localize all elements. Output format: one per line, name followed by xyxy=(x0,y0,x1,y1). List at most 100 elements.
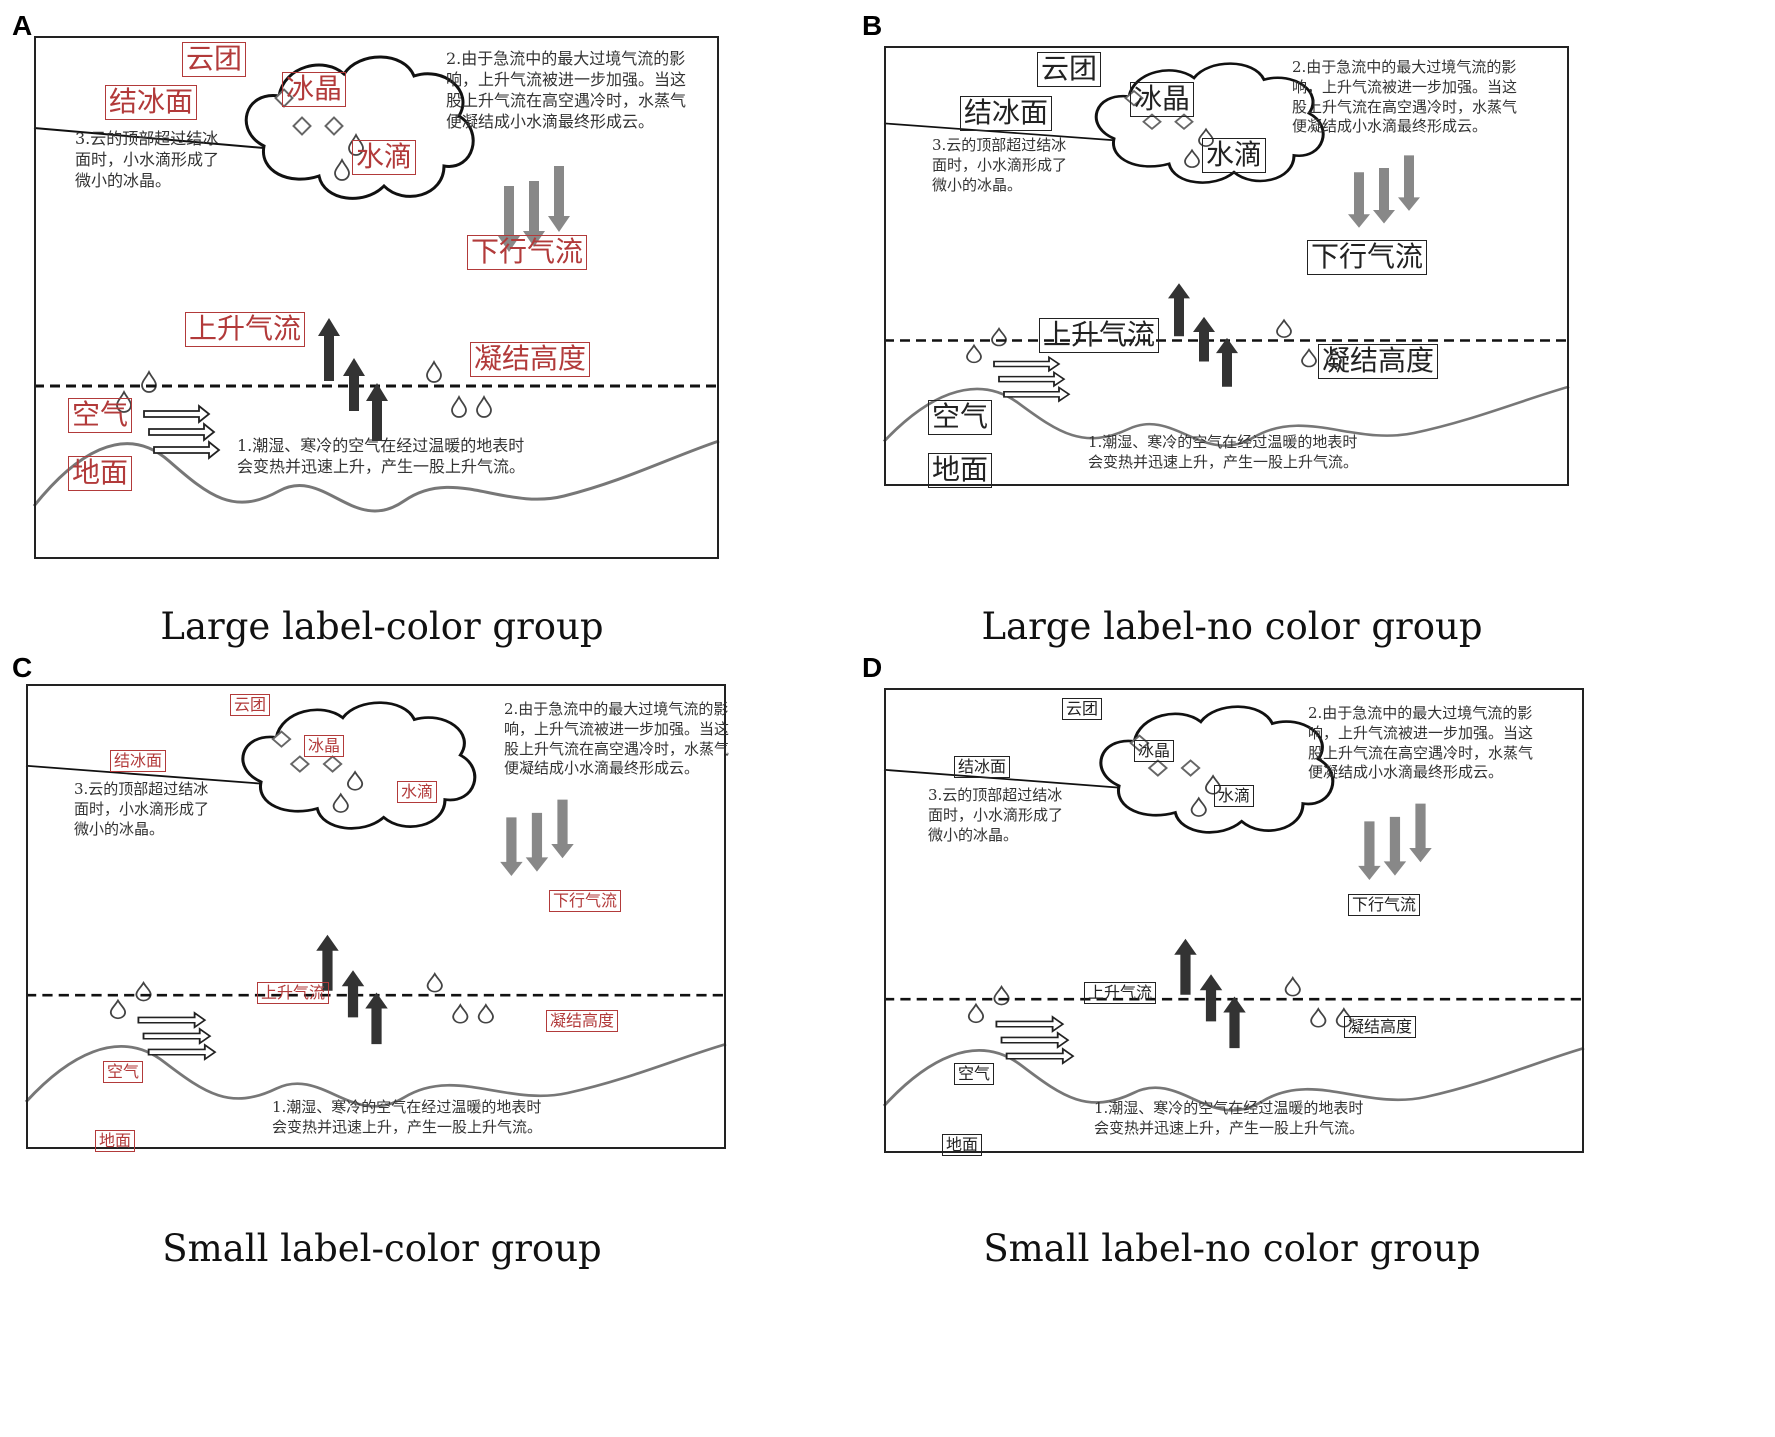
downdraft-arrow-icon xyxy=(523,181,545,247)
ground-line xyxy=(882,385,1570,447)
note-step3: 3.云的顶部超过结冰 面时，小水滴形成了 微小的冰晶。 xyxy=(74,780,209,839)
label-water-drop: 水滴 xyxy=(397,781,438,803)
water-drop-icon xyxy=(477,1003,494,1024)
label-ground: 地面 xyxy=(928,453,993,488)
downdraft-arrow-icon xyxy=(498,186,520,252)
note-line: 3.云的顶部超过结冰 xyxy=(928,786,1063,804)
note-line: 3.云的顶部超过结冰 xyxy=(932,136,1067,154)
note-line: 1.潮湿、寒冷的空气在经过温暖的地表时 xyxy=(1094,1099,1364,1117)
downdraft-arrow-icon xyxy=(525,812,549,872)
label-freezing-level: 结冰面 xyxy=(110,750,167,772)
label-ice-crystal: 冰晶 xyxy=(1134,740,1175,762)
note-line: 3.云的顶部超过结冰 xyxy=(74,780,209,798)
label-cloud: 云团 xyxy=(1062,698,1103,720)
ice-crystal-icon xyxy=(1174,113,1194,131)
updraft-arrow-icon xyxy=(316,934,339,991)
label-ground: 地面 xyxy=(942,1134,983,1156)
panel-caption: Large label-no color group xyxy=(981,605,1483,648)
label-ice-crystal: 冰晶 xyxy=(304,735,345,757)
water-drop-icon xyxy=(426,359,442,383)
label-ice-crystal: 冰晶 xyxy=(1130,82,1195,117)
water-drop-icon xyxy=(1204,774,1222,795)
note-line: 1.潮湿、寒冷的空气在经过温暖的地表时 xyxy=(237,436,525,455)
panel-letter: D xyxy=(862,652,883,683)
downdraft-arrow-icon xyxy=(551,799,574,859)
note-line: 响，上升气流被进一步加强。当这 xyxy=(1292,77,1518,96)
panel-letter: A xyxy=(12,10,33,41)
downdraft-arrow-icon xyxy=(1358,821,1381,881)
air-arrow-icon xyxy=(995,1015,1065,1033)
note-line: 1.潮湿、寒冷的空气在经过温暖的地表时 xyxy=(272,1098,542,1116)
diagram-art xyxy=(32,55,720,513)
water-drop-icon xyxy=(1326,348,1342,368)
updraft-arrow-icon xyxy=(1174,938,1197,995)
note-line: 会变热并迅速上升，产生一股上升气流。 xyxy=(237,457,526,477)
note-line: 面时，小水滴形成了 xyxy=(932,155,1068,174)
note-step2: 2.由于急流中的最大过境气流的影 响，上升气流被进一步加强。当这 股上升气流在高… xyxy=(1308,704,1533,783)
label-freezing-level: 结冰面 xyxy=(960,96,1053,131)
label-updraft: 上升气流 xyxy=(1039,318,1160,353)
downdraft-arrow-icon xyxy=(1373,167,1395,224)
air-arrow-icon xyxy=(143,404,211,424)
label-condensation-level: 凝结高度 xyxy=(470,342,591,377)
water-drop-icon xyxy=(1301,348,1317,368)
note-line: 便凝结成小水滴最终形成云。 xyxy=(1292,117,1488,136)
note-line: 2.由于急流中的最大过境气流的影 xyxy=(1292,58,1517,76)
water-drop-icon xyxy=(476,394,492,418)
diagram-frame xyxy=(26,684,726,1149)
cloud-shape xyxy=(244,55,475,200)
note-line: 1.潮湿、寒冷的空气在经过温暖的地表时 xyxy=(1088,433,1358,451)
label-condensation-level: 凝结高度 xyxy=(1318,344,1439,379)
water-drop-icon xyxy=(966,343,982,364)
panel-caption: Small label-no color group xyxy=(983,1227,1481,1270)
note-step2: 2.由于急流中的最大过境气流的影 响，上升气流被进一步加强。当这 股上升气流在高… xyxy=(504,700,729,779)
air-arrow-icon xyxy=(147,1043,217,1061)
diagram-art xyxy=(882,62,1570,447)
ice-crystal-icon xyxy=(1180,759,1201,777)
air-arrow-icon xyxy=(148,422,216,442)
water-drop-icon xyxy=(452,1003,469,1024)
freezing-level-line xyxy=(33,127,265,149)
ice-crystal-icon xyxy=(322,755,343,773)
note-line: 响，上升气流被进一步加强。当这 xyxy=(446,70,687,90)
label-downdraft: 下行气流 xyxy=(1348,894,1421,916)
note-line: 响，上升气流被进一步加强。当这 xyxy=(1308,723,1534,742)
freezing-level-line xyxy=(883,122,1115,142)
label-ice-crystal: 冰晶 xyxy=(282,72,347,107)
note-step1: 1.潮湿、寒冷的空气在经过温暖的地表时 会变热并迅速上升，产生一股上升气流。 xyxy=(1094,1099,1364,1139)
note-line: 面时，小水滴形成了 xyxy=(74,799,210,818)
note-step3: 3.云的顶部超过结冰 面时，小水滴形成了 微小的冰晶。 xyxy=(928,786,1063,845)
note-line: 响，上升气流被进一步加强。当这 xyxy=(504,719,730,738)
diagram-frame xyxy=(884,46,1569,486)
note-line: 微小的冰晶。 xyxy=(928,825,1019,844)
note-line: 2.由于急流中的最大过境气流的影 xyxy=(446,49,686,68)
water-drop-icon xyxy=(1276,318,1292,338)
note-line: 便凝结成小水滴最终形成云。 xyxy=(1308,763,1504,782)
air-arrow-icon xyxy=(993,355,1061,373)
note-line: 股上升气流在高空遇冷时，水蒸气 xyxy=(504,739,730,758)
water-drop-icon xyxy=(1190,796,1207,817)
label-cloud: 云团 xyxy=(182,42,247,77)
cloud-shape xyxy=(241,701,477,830)
note-line: 微小的冰晶。 xyxy=(74,819,165,838)
label-air: 空气 xyxy=(928,400,993,435)
freezing-level-line xyxy=(25,764,262,785)
note-line: 2.由于急流中的最大过境气流的影 xyxy=(504,700,729,718)
ice-crystal-icon xyxy=(1124,89,1144,107)
panel-a: A 云团 冰晶 结冰面 水滴 下行气流 上升气流 凝结高度 空气 地面 2.由于… xyxy=(12,10,802,710)
air-arrow-icon xyxy=(998,370,1066,388)
note-line: 会变热并迅速上升，产生一股上升气流。 xyxy=(272,1117,543,1136)
note-step1: 1.潮湿、寒冷的空气在经过温暖的地表时 会变热并迅速上升，产生一股上升气流。 xyxy=(272,1098,542,1138)
water-drop-icon xyxy=(1310,1007,1327,1028)
air-arrow-icon xyxy=(1000,1031,1070,1049)
downdraft-arrow-icon xyxy=(500,817,523,877)
note-step2: 2.由于急流中的最大过境气流的影 响，上升气流被进一步加强。当这 股上升气流在高… xyxy=(1292,58,1517,137)
air-arrow-icon xyxy=(142,1027,212,1045)
water-drop-icon xyxy=(426,972,443,993)
ice-crystal-icon xyxy=(324,116,344,136)
ground-line xyxy=(882,1046,1585,1112)
freezing-level-line xyxy=(883,768,1120,789)
label-downdraft: 下行气流 xyxy=(549,890,622,912)
ice-crystal-icon xyxy=(1147,759,1168,777)
label-updraft: 上升气流 xyxy=(1084,982,1157,1004)
